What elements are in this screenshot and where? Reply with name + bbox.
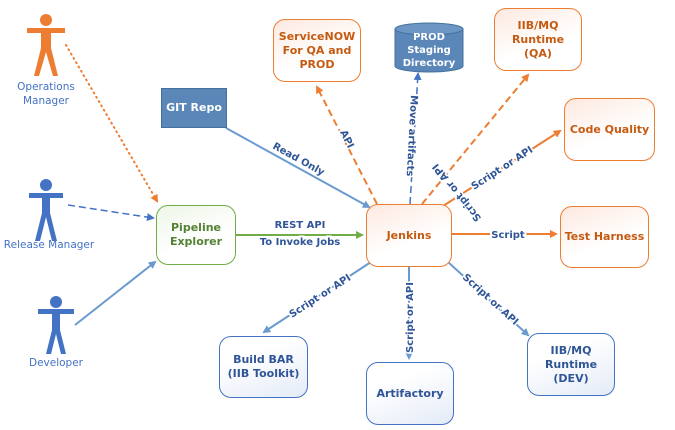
developer-icon — [38, 296, 74, 354]
edge-release-to-pipeline — [67, 204, 155, 222]
git-repo-node[interactable]: GIT Repo — [161, 88, 227, 128]
edge-ops-to-pipeline — [65, 44, 159, 203]
operations-manager-icon — [27, 14, 65, 76]
pipeline-explorer-node[interactable]: Pipeline Explorer — [156, 205, 236, 265]
edge-jenkins-to-build-bar — [262, 261, 372, 334]
edge-git-to-jenkins — [225, 127, 371, 208]
artifactory-node[interactable]: Artifactory — [366, 362, 454, 425]
release-manager-label: Release Manager — [3, 239, 95, 251]
prod-staging-cylinder — [394, 22, 464, 73]
label-pipeline-jenkins-2: To Invoke Jobs — [260, 237, 340, 248]
label-pipeline-jenkins-1: REST API — [275, 220, 326, 231]
build-bar-node[interactable]: Build BAR (IIB Toolkit) — [219, 336, 308, 398]
code-quality-node[interactable]: Code Quality — [564, 98, 655, 161]
label-jenkins-artifactory: Script or API — [405, 282, 416, 353]
iib-qa-node[interactable]: IIB/MQ Runtime (QA) — [494, 8, 582, 71]
prod-staging-node[interactable]: PROD Staging Directory — [402, 31, 456, 69]
developer-label: Developer — [28, 357, 84, 369]
label-git-jenkins: Read Only — [271, 141, 327, 179]
release-manager-icon — [29, 179, 63, 241]
edge-jenkins-to-iib-qa — [421, 73, 530, 205]
edge-jenkins-to-iib-dev — [447, 261, 530, 337]
label-jenkins-iib-dev: Script or API — [460, 272, 520, 328]
operations-manager-label: Operations Manager — [17, 81, 75, 107]
label-jenkins-test-harness: Script — [491, 230, 525, 241]
label-jenkins-servicenow: API — [337, 128, 355, 150]
edge-jenkins-to-code-quality — [442, 129, 562, 207]
iib-dev-node[interactable]: IIB/MQ Runtime (DEV) — [527, 333, 615, 396]
label-jenkins-build-bar: Script or API — [288, 273, 354, 321]
edge-developer-to-pipeline — [74, 260, 157, 326]
test-harness-node[interactable]: Test Harness — [560, 206, 649, 268]
servicenow-node[interactable]: ServiceNOW For QA and PROD — [273, 19, 361, 82]
jenkins-node[interactable]: Jenkins — [366, 204, 452, 267]
label-jenkins-code-quality: Script or API — [470, 145, 536, 193]
label-jenkins-staging: Move artifacts — [404, 95, 419, 177]
